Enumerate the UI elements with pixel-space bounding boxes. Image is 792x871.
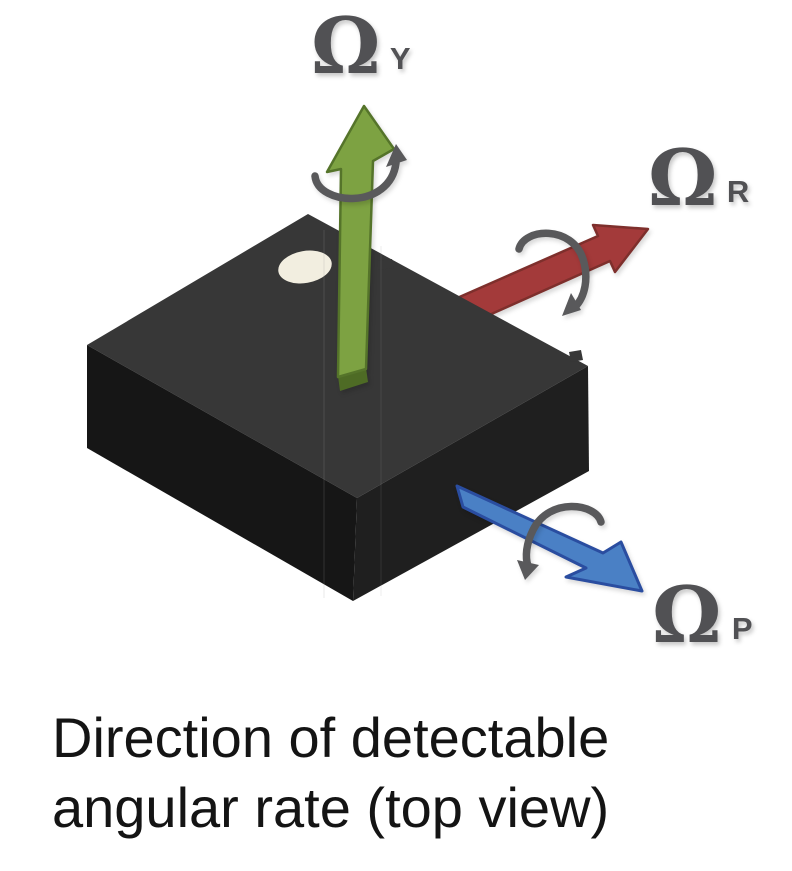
roll-axis-label: Ω R [648, 133, 749, 224]
axis-labels: Ω Y Ω R Ω P [311, 1, 753, 661]
pitch-subscript: P [732, 611, 753, 646]
caption-line-1: Direction of detectable [52, 706, 609, 769]
figure-caption: Direction of detectable angular rate (to… [52, 706, 609, 839]
roll-rotation-arrow-icon [515, 229, 590, 316]
pitch-rotation-arrow-icon [517, 502, 605, 580]
pitch-axis-arrow [455, 484, 644, 593]
yaw-axis-arrow [325, 104, 396, 391]
roll-rotation-arc [515, 229, 590, 311]
yaw-rotation-arrow-icon [311, 144, 407, 203]
yaw-arrow-bevel [338, 368, 368, 391]
roll-subscript: R [727, 174, 749, 209]
pitch-rotation-arc [522, 502, 605, 570]
chip-left-face [87, 345, 357, 601]
chip-edge-bump-top [376, 259, 394, 270]
pitch-axis-label: Ω P [652, 570, 753, 661]
chip-edge-bump-right [569, 350, 583, 362]
caption-line-2: angular rate (top view) [52, 776, 609, 839]
yaw-rotation-arc [311, 159, 400, 203]
pin1-marker-dot [278, 250, 332, 284]
roll-rotation-arrowhead [562, 293, 581, 316]
pitch-rotation-arrowhead [517, 560, 539, 580]
chip-right-face [353, 366, 589, 601]
yaw-omega-symbol: Ω [311, 1, 380, 92]
yaw-axis-label: Ω Y [311, 1, 411, 92]
yaw-subscript: Y [390, 41, 411, 76]
yaw-rotation-arrowhead [386, 144, 407, 167]
pitch-omega-symbol: Ω [652, 570, 721, 661]
roll-omega-symbol: Ω [648, 133, 717, 224]
pitch-arrow-shape [455, 484, 644, 593]
yaw-arrow-shape [325, 104, 396, 379]
